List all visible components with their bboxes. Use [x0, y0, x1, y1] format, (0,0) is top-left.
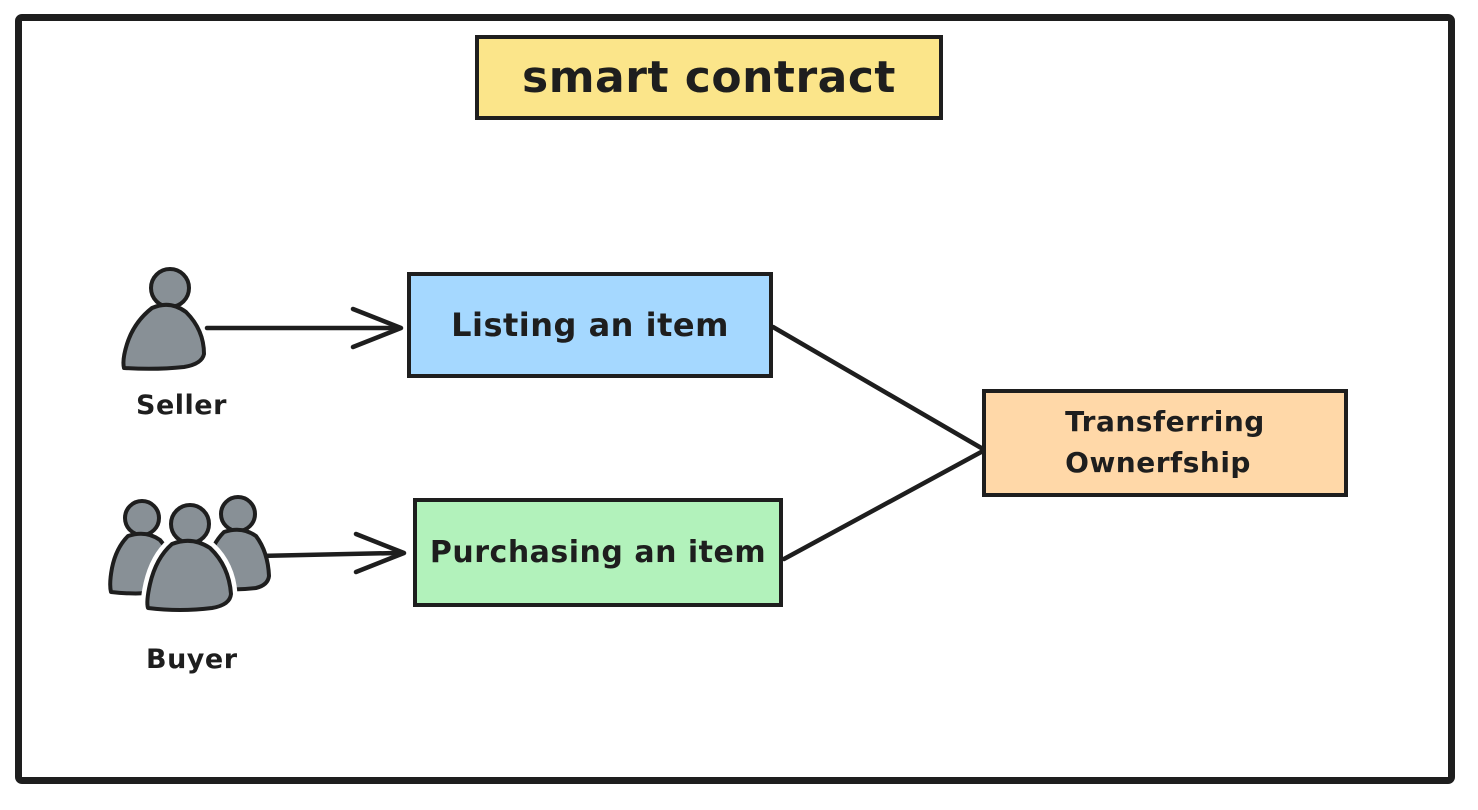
- people-group-icon: [108, 495, 271, 616]
- seller-label: Seller: [136, 390, 227, 421]
- purchasing-box: Purchasing an item: [413, 498, 783, 607]
- title-box: smart contract: [475, 35, 943, 120]
- transferring-label: Transferring Ownerfship: [1065, 405, 1265, 479]
- transferring-box: Transferring Ownerfship: [982, 389, 1348, 497]
- listing-label: Listing an item: [451, 306, 729, 344]
- person-icon: [121, 267, 206, 371]
- title-label: smart contract: [522, 52, 896, 103]
- purchasing-label: Purchasing an item: [429, 535, 767, 570]
- listing-box: Listing an item: [407, 272, 773, 378]
- buyer-label: Buyer: [146, 644, 238, 675]
